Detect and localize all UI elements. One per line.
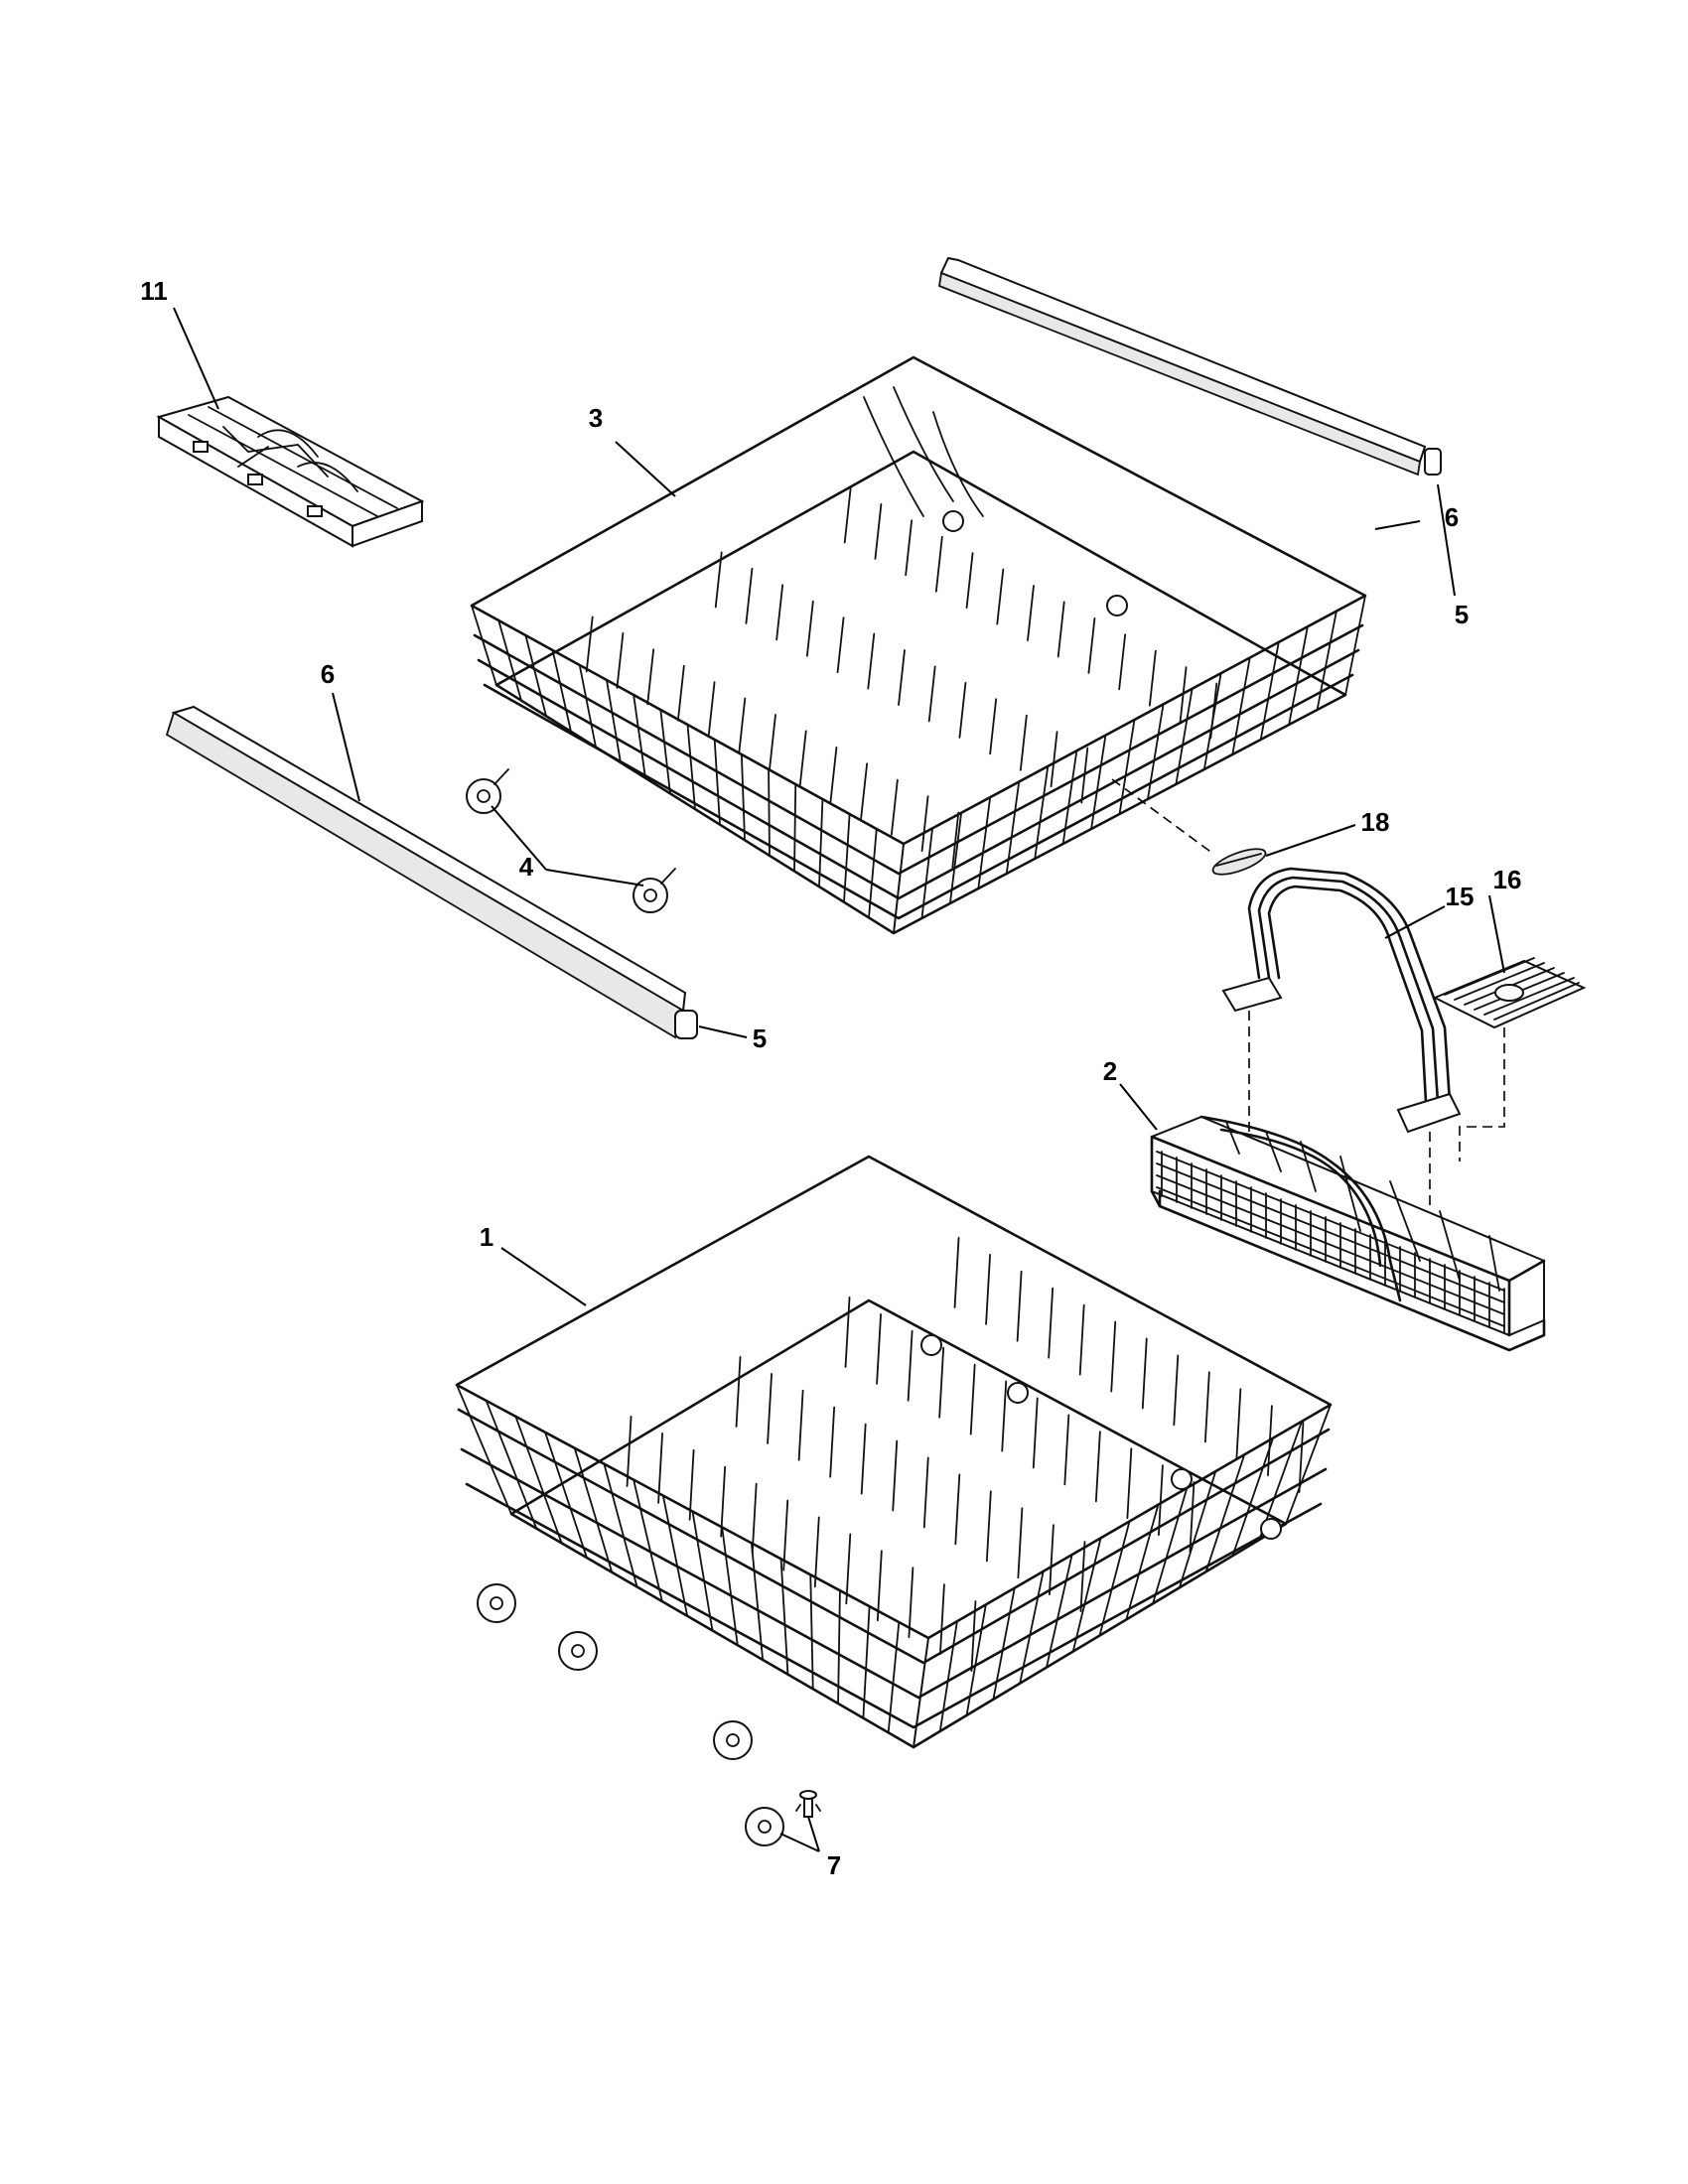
part-7-lower-rack-wheel-and-axle	[745, 1790, 821, 1846]
callout-6-top: 6	[1445, 502, 1459, 532]
callout-5-left: 5	[753, 1024, 767, 1053]
lower-rack-wheel	[558, 1631, 598, 1671]
part-2-silverware-basket	[1150, 1115, 1546, 1352]
part-4-upper-rack-wheel	[466, 768, 509, 814]
part-6-rack-rail-left	[165, 705, 687, 1039]
lower-rack-wheel	[713, 1720, 753, 1760]
part-6-rack-rail-right	[938, 256, 1427, 477]
callout-1: 1	[480, 1222, 493, 1252]
callout-15: 15	[1446, 882, 1475, 911]
callout-16: 16	[1493, 865, 1522, 894]
callout-4: 4	[519, 852, 534, 882]
part-11-rack-insert	[156, 395, 425, 548]
part-4-upper-rack-wheel	[633, 868, 676, 913]
part-5-rail-end-cap-right	[1424, 448, 1442, 476]
callout-2: 2	[1103, 1056, 1117, 1086]
callout-6-left: 6	[321, 659, 335, 689]
callout-18: 18	[1361, 807, 1390, 837]
part-16-grid-insert	[1432, 957, 1587, 1029]
lower-rack-wheel	[477, 1583, 516, 1623]
part-15-basket-handle	[1221, 867, 1462, 1134]
part-5-rail-end-cap-left	[674, 1010, 698, 1039]
part-18-disc	[1211, 848, 1267, 876]
callout-3: 3	[589, 403, 603, 433]
part-3-upper-rack	[466, 355, 1367, 935]
callout-11: 11	[140, 276, 168, 306]
part-1-lower-rack	[455, 1155, 1333, 1760]
callout-7: 7	[827, 1850, 841, 1880]
callout-5-top: 5	[1455, 600, 1469, 629]
